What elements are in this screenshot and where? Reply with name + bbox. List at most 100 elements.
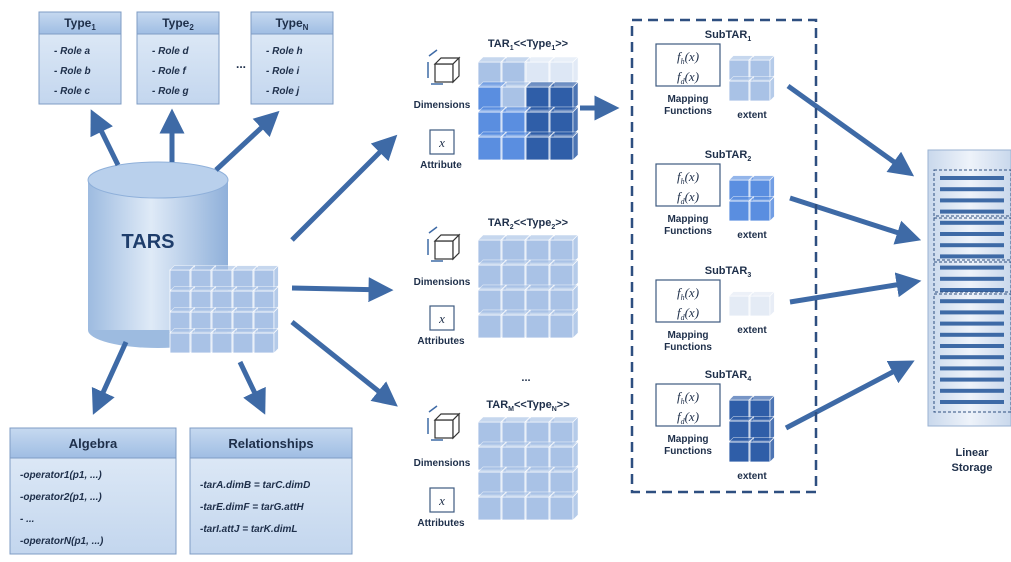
mapping-functions-box: fh(x)fd(x) <box>655 163 721 207</box>
extent-cube-cell <box>749 75 776 102</box>
type-1-role-c: - Role c <box>54 86 91 97</box>
tar-cube-cell <box>549 131 579 161</box>
algebra-op-2: -operator2(p1, ...) <box>20 492 102 503</box>
relationship-1: -tarA.dimB = tarC.dimD <box>200 480 310 491</box>
subtar-container <box>630 18 818 494</box>
arrow-to-tar-m <box>290 320 398 407</box>
arrow-subtar3-to-storage <box>789 272 922 305</box>
tars-cube-cell <box>253 285 280 312</box>
dimension-cube-icon <box>427 405 461 441</box>
type-n-title: TypeN <box>276 16 309 32</box>
arrow-to-tar-1 <box>290 134 398 242</box>
tar-1-dimensions-label: Dimensions <box>414 100 471 111</box>
arrow-to-type-1 <box>90 109 121 167</box>
tar-1-cube-grid <box>477 56 579 161</box>
mapping-functions-box: fh(x)fd(x) <box>655 43 721 87</box>
tar-2-title: TAR2<<Type2>> <box>488 217 568 231</box>
functions-label: Functions <box>664 446 712 457</box>
tars-cube-cell <box>169 327 196 354</box>
subtar-3-title: SubTAR3 <box>705 265 752 279</box>
algebra-op-ellipsis: - ... <box>20 514 34 525</box>
functions-label: Functions <box>664 226 712 237</box>
tar-1-title: TAR1<<Type1>> <box>488 38 568 52</box>
functions-label: Functions <box>664 106 712 117</box>
tar-m-attributes-label: Attributes <box>417 518 465 529</box>
tar-m-attribute-symbol: x <box>438 493 445 508</box>
storage-block-1 <box>933 169 1011 217</box>
type-2-role-f: - Role f <box>152 66 188 77</box>
storage-bar <box>940 198 1004 203</box>
tars-cube-stack <box>169 264 280 354</box>
tar-cube-cell <box>525 284 555 314</box>
tar-2-cube-grid <box>477 234 579 339</box>
tar-cube-cell <box>501 106 531 136</box>
linear-storage: Linear Storage <box>927 149 1011 474</box>
extent-cube-cell <box>749 54 776 81</box>
storage-label-line2: Storage <box>952 462 993 474</box>
tar-cube-cell <box>549 56 579 86</box>
tar-cube-cell <box>549 106 579 136</box>
storage-block-2 <box>933 217 1011 261</box>
extent-cube-cell <box>749 290 776 317</box>
storage-bar <box>940 187 1004 192</box>
extent-cubes <box>728 290 776 317</box>
type-n-role-j: - Role j <box>266 86 300 97</box>
type-box-n: TypeN - Role h - Role i - Role j <box>250 11 334 105</box>
tar-cube-cell <box>549 234 579 264</box>
mapping-function-label: fd(x) <box>677 409 699 426</box>
tar-cube-cell <box>549 259 579 289</box>
tar-cube-cell <box>549 466 579 496</box>
extent-cube-cell <box>749 415 776 442</box>
storage-bar <box>940 265 1004 270</box>
type-2-role-g: - Role g <box>152 86 189 97</box>
tar-m-dimensions-label: Dimensions <box>414 458 471 469</box>
mapping-label: Mapping <box>667 94 708 105</box>
dimension-cube-icon <box>427 49 461 85</box>
storage-block-4 <box>933 293 1011 413</box>
storage-bar <box>940 232 1004 236</box>
storage-label-line1: Linear <box>955 447 989 459</box>
storage-bars <box>940 176 1004 404</box>
mapping-functions-box: fh(x)fd(x) <box>655 279 721 323</box>
storage-bar <box>940 176 1004 180</box>
tar-cube-cell <box>549 491 579 521</box>
relationship-2: -tarE.dimF = tarG.attH <box>200 502 304 513</box>
mapping-label: Mapping <box>667 434 708 445</box>
storage-bar <box>940 254 1004 259</box>
relationships-title: Relationships <box>228 436 313 451</box>
tar-m-title: TARM<<TypeN>> <box>486 399 569 413</box>
tar-1-attribute-symbol: x <box>438 135 445 150</box>
storage-bar <box>940 377 1004 382</box>
extent-label: extent <box>737 230 767 241</box>
mapping-function-label: fd(x) <box>677 189 699 206</box>
mapping-function-label: fd(x) <box>677 69 699 86</box>
storage-bar <box>940 388 1004 393</box>
types-ellipsis: ... <box>236 57 246 71</box>
arrow-to-tar-2 <box>291 277 394 303</box>
extent-label: extent <box>737 471 767 482</box>
extent-cubes <box>728 54 776 102</box>
tar-2-attribute-box: x <box>429 305 455 331</box>
extent-cube-cell <box>749 394 776 421</box>
storage-bar <box>940 366 1004 371</box>
type-2-title: Type2 <box>162 16 194 32</box>
type-1-role-b: - Role b <box>54 66 91 77</box>
tars-arrows <box>90 83 922 431</box>
arrow-to-type-n <box>214 110 280 172</box>
arrow-subtar4-to-storage <box>784 360 915 431</box>
type-n-role-i: - Role i <box>266 66 300 77</box>
arrow-subtar2-to-storage <box>789 195 922 245</box>
storage-bar <box>940 220 1004 225</box>
tars-cube-cell <box>211 327 238 354</box>
type-box-2: Type2 - Role d - Role f - Role g <box>136 11 220 105</box>
subtar-2-title: SubTAR2 <box>705 149 752 163</box>
storage-bar <box>940 243 1004 248</box>
mapping-function-label: fd(x) <box>677 305 699 322</box>
storage-bar <box>940 344 1004 348</box>
